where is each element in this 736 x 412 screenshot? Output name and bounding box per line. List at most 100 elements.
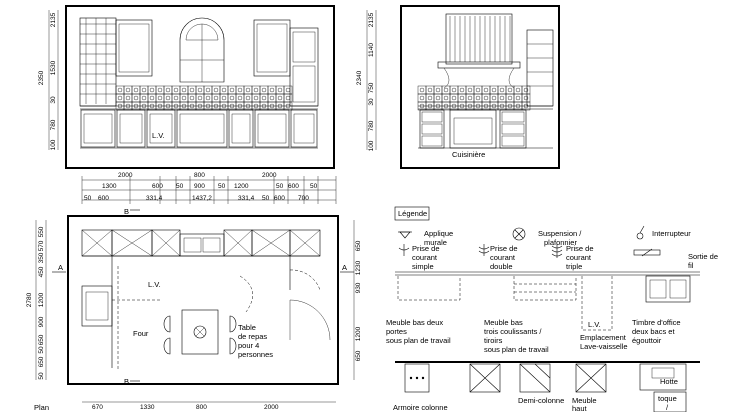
tall-cabinet-right [289,27,319,107]
tile [417,85,427,95]
tile-motif [515,95,521,101]
tile [115,85,125,95]
tile [465,85,475,95]
cabinet-panel [293,113,315,144]
legend-column: Armoire colonne [393,403,448,412]
tile [131,85,141,95]
legend-single-3: simple [412,262,434,271]
tile-motif [237,95,243,101]
cabinet-panel [231,113,251,144]
plan-lv-label: L.V. [148,280,161,289]
tile [267,93,277,103]
tile-motif [435,95,441,101]
tile-motif [507,87,513,93]
tile [473,85,483,95]
tile [171,85,181,95]
tile [179,93,189,103]
tile [195,85,205,95]
tile-motif [491,87,497,93]
plan-left-dim: 450 [38,266,45,277]
tile-motif [277,87,283,93]
cabinet-panel [179,113,225,144]
top-dim-r2-2: 50 [176,183,184,190]
tile-motif [189,95,195,101]
legend-triple-3: triple [566,262,582,271]
elev-right-dim-4: 30 [368,98,375,106]
tile [497,93,507,103]
top-dim-r2-1: 600 [152,183,163,190]
tile [259,93,269,103]
outlet-single-icon [398,244,410,256]
plan-left-dim: 50 [38,346,45,354]
elev-right-dim-2: 1140 [368,43,375,57]
tile-motif [221,95,227,101]
tile-motif [141,87,147,93]
tile [457,85,467,95]
top-dim-r2-3: 900 [194,183,205,190]
plan-right-dim: 1230 [355,260,362,275]
top-dim-r2-5: 1200 [234,183,249,190]
table-label-2: de repas [238,332,267,341]
tile-motif [173,87,179,93]
plan-left-dim: 650 [38,334,45,345]
tile-motif [125,95,131,101]
legend-wall-light-2: murale [424,238,447,247]
legend-wall-cab-1: Meuble [572,396,597,405]
legend-switch: Interrupteur [652,229,691,238]
tile-motif [173,95,179,101]
tile-motif [515,87,521,93]
plan-left-dim: 1200 [38,292,45,307]
plan-right-dim: 650 [355,350,362,361]
base-cabinet [146,109,176,148]
elevation-left-frame [65,5,335,169]
elev-right-dim-6: 100 [368,140,375,151]
elev-left-dim-3: 30 [50,96,57,104]
tile [219,93,229,103]
tile [489,85,499,95]
tile [139,85,149,95]
backsplash-tiles [115,85,293,111]
top-dim-r2-6: 50 [276,183,284,190]
legend-cab2-2: trois coulissants / [484,327,542,336]
legend-sink-2: deux bacs et [632,327,675,336]
tile [131,93,141,103]
tile [283,93,293,103]
top-dim-r3-5: 50 [262,195,270,202]
oven [449,109,497,149]
tall-cabinet-left [79,17,117,107]
legend-dishwasher-icon [581,276,613,331]
tile-motif [443,95,449,101]
plan-cabinet-diagonal [151,229,181,257]
tile [275,85,285,95]
legend-triple-2: courant [566,253,592,262]
tile [139,93,149,103]
tile [243,93,253,103]
tile-motif [205,95,211,101]
tile [179,85,189,95]
tile-motif [157,87,163,93]
elevation-right-frame [400,5,560,169]
top-dim-r1-2: 2000 [262,172,277,179]
legend-lv-label: L.V. [588,320,601,329]
tile-motif [181,87,187,93]
plan-sink [179,233,225,257]
tile-motif [491,95,497,101]
tile [123,85,133,95]
top-dim-r2-8: 50 [310,183,318,190]
tile-motif [261,95,267,101]
legend-cabinet-2-icon [513,276,577,301]
legend-cab1-3: sous plan de travail [386,336,451,345]
tile-motif [229,87,235,93]
legend: Légende Applique murale Suspension / pla… [386,206,718,412]
range-hood [437,13,521,89]
tile [433,93,443,103]
tile [481,93,491,103]
tile [123,93,133,103]
section-b-bottom: B [124,377,129,386]
legend-cab1-1: Meuble bas deux [386,318,443,327]
elev-left-lv-label: L.V. [152,131,165,140]
elev-right-dim-3: 750 [368,82,375,93]
legend-wire-2: fil [688,261,694,270]
plan-cabinet-diagonal [251,229,291,257]
arched-window [179,17,225,83]
